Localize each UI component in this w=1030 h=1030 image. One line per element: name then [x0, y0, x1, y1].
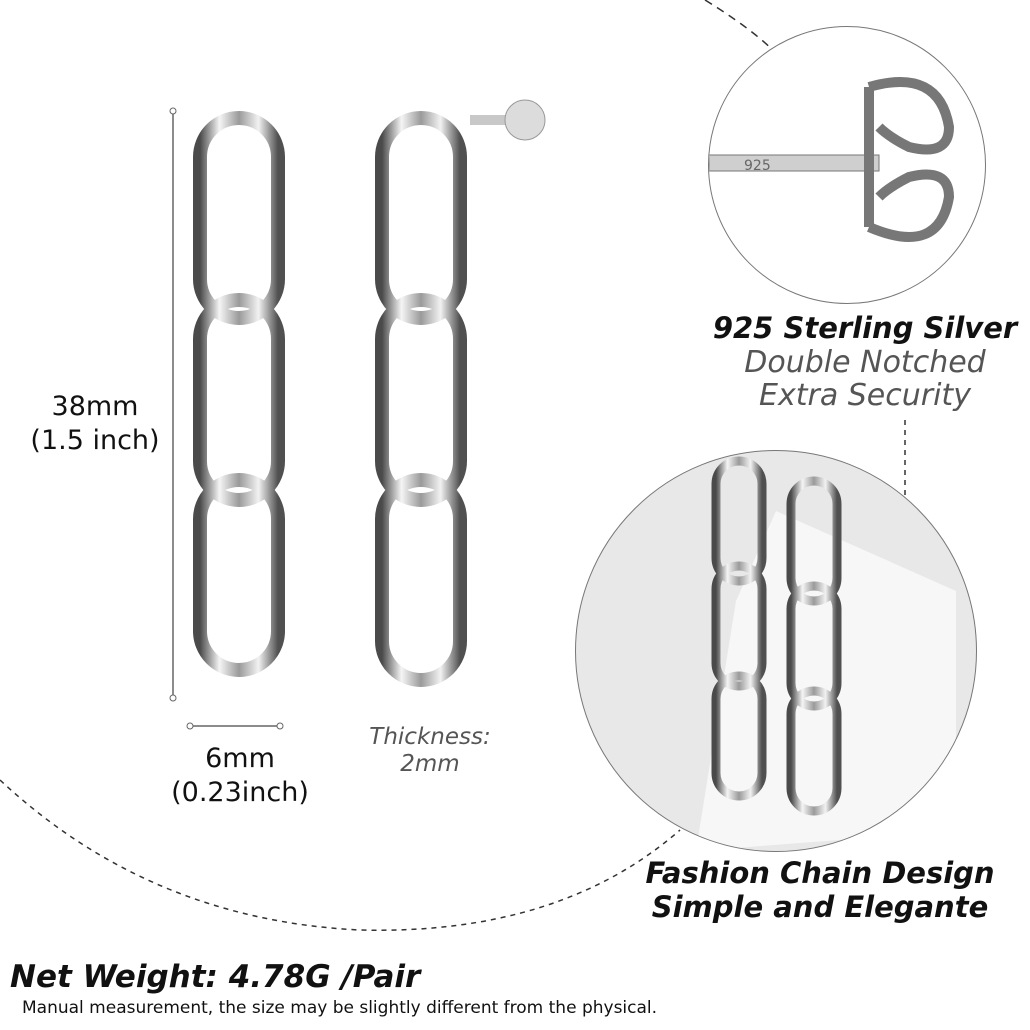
thickness-title: Thickness:: [369, 724, 491, 750]
sterling-caption: 925 Sterling Silver Double Notched Extra…: [700, 310, 1030, 412]
width-dimension-line: [186, 722, 284, 730]
width-inch: (0.23inch): [171, 777, 309, 808]
fashion-caption: Fashion Chain Design Simple and Elegante: [620, 856, 1020, 924]
length-dimension-line: [169, 107, 177, 702]
net-weight: Net Weight: 4.78G /Pair: [10, 959, 421, 995]
post-stamp: 925: [744, 158, 771, 174]
earring-lifestyle-closeup: [575, 450, 977, 852]
sterling-title: 925 Sterling Silver: [712, 311, 1018, 345]
earring-back-closeup: 925: [708, 26, 986, 304]
length-label: 38mm (1.5 inch): [20, 390, 170, 458]
fashion-line2: Simple and Elegante: [651, 890, 989, 924]
earring-right-image: [375, 99, 546, 687]
length-mm: 38mm: [51, 391, 139, 422]
fashion-line1: Fashion Chain Design: [645, 856, 995, 890]
disclaimer: Manual measurement, the size may be slig…: [22, 998, 658, 1018]
width-label: 6mm (0.23inch): [160, 742, 320, 810]
thickness-value: 2mm: [400, 751, 460, 777]
sterling-line2: Extra Security: [759, 378, 971, 413]
width-mm: 6mm: [205, 743, 275, 774]
sterling-line1: Double Notched: [744, 345, 986, 380]
earring-left-image: [193, 111, 285, 677]
thickness-label: Thickness: 2mm: [355, 724, 505, 778]
length-inch: (1.5 inch): [30, 425, 160, 456]
